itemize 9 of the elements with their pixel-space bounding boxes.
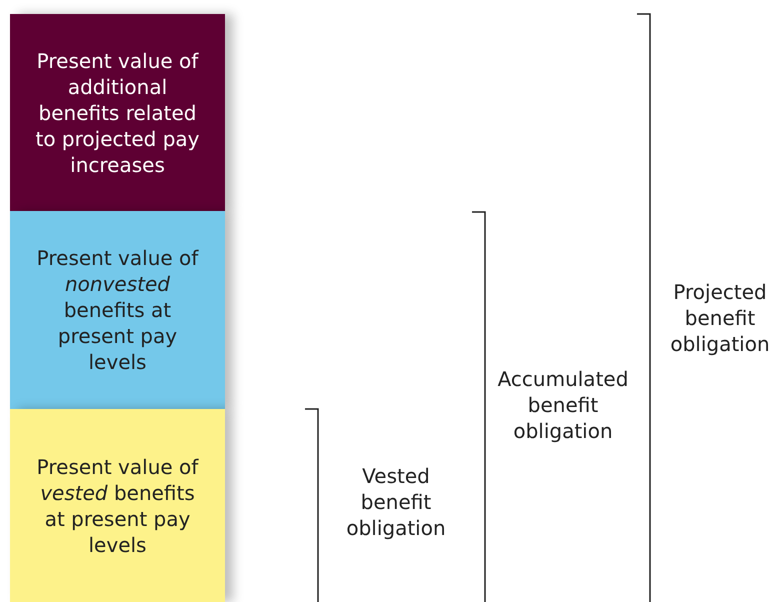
bracket-label: Vested benefit obligation xyxy=(345,463,447,541)
bracket-label: Projected benefit obligation xyxy=(669,279,771,357)
bar-segment xyxy=(10,14,225,211)
segment-text: Present value of nonvested benefits at present pay levels xyxy=(36,245,200,375)
bracket-label: Accumulated benefit obligation xyxy=(496,366,630,444)
segment-text: Present value of additional benefits related to projected pay increases xyxy=(34,48,200,178)
bar-segment xyxy=(10,211,225,409)
bar-segment xyxy=(10,409,225,602)
segment-text: Present value of vested benefits at present pay levels xyxy=(36,454,200,558)
